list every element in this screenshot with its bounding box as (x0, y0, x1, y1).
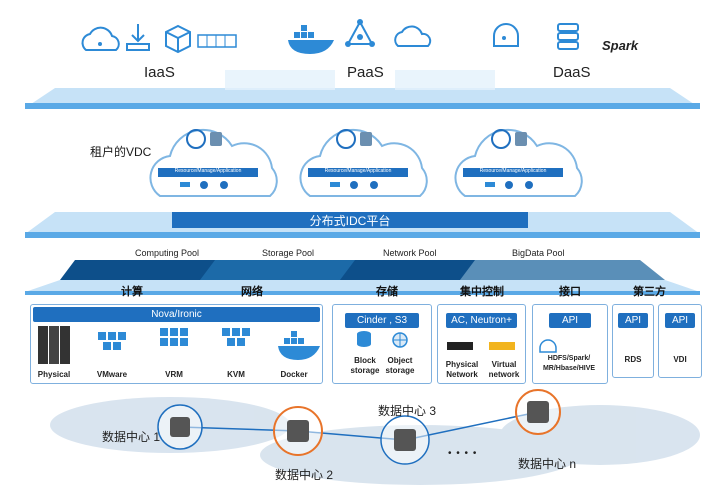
cloud-bar-label-2: Resource/Manage/Application (324, 168, 392, 174)
object-storage-label: Object storage (384, 356, 416, 376)
hadoop-icon (539, 339, 557, 353)
rds-panel: API RDS (612, 304, 654, 378)
datacenter-node-1 (157, 404, 203, 450)
block-storage-line-1: Block (354, 356, 376, 365)
category-network: 网络 (241, 286, 263, 298)
docker-icon (278, 331, 320, 360)
paas-label: PaaS (347, 64, 384, 81)
network-triangle-icon (345, 19, 375, 47)
storage-pool-label: Storage Pool (262, 248, 315, 258)
kvm-cubes-icon (222, 328, 250, 346)
compute-icons (38, 326, 320, 364)
database-icon (557, 23, 579, 50)
virtual-switch-icon (489, 342, 515, 350)
storage-header: Cinder , S3 (345, 313, 419, 328)
virtual-network-line-2: network (488, 370, 520, 379)
compute-label-vrm: VRM (165, 370, 183, 379)
virtual-network-line-1: Virtual (491, 360, 517, 369)
iaas-label: IaaS (144, 64, 175, 81)
physical-network-label: Physical Network (443, 360, 481, 380)
datacenter-node-n (515, 389, 561, 435)
block-storage-icon (357, 331, 371, 347)
interface-desc-line-2: MR/Hbase/HIVE (542, 365, 596, 372)
vrm-cubes-icon (160, 328, 188, 346)
bigdata-pool-label: BigData Pool (512, 248, 565, 258)
spark-logo: Spark (602, 38, 639, 53)
compute-panel: Nova/Ironic (30, 304, 323, 384)
cloud-icon (394, 25, 432, 47)
idc-platform-slab (25, 212, 700, 238)
idc-platform-label: 分布式IDC平台 (309, 214, 391, 228)
vdi-label: VDI (673, 355, 687, 364)
category-central-control: 集中控制 (460, 286, 504, 298)
cloud-bar-label-3: Resource/Manage/Application (479, 168, 547, 174)
compute-header: Nova/Ironic (33, 307, 320, 322)
interface-desc-line-1: HDFS/Spark/ (547, 355, 591, 362)
storage-icons (357, 331, 408, 348)
object-storage-icon (392, 332, 408, 348)
object-storage-line-2: storage (385, 366, 415, 375)
datacenter-map (50, 389, 700, 485)
network-header: AC, Neutron+ (446, 313, 517, 328)
rds-label: RDS (624, 355, 642, 364)
interface-icons (539, 339, 557, 353)
category-interface: 接口 (559, 286, 581, 298)
object-storage-line-1: Object (387, 356, 413, 365)
category-storage: 存储 (376, 286, 398, 298)
physical-network-line-1: Physical (445, 360, 479, 369)
block-storage-label: Block storage (350, 356, 380, 376)
hadoop-elephant-icon (493, 23, 519, 47)
box-icon (165, 24, 191, 54)
tenant-vdc-label: 租户的VDC (90, 145, 152, 159)
compute-label-vmware: VMware (96, 370, 128, 379)
vmware-cubes-icon (98, 332, 126, 350)
compute-label-docker: Docker (280, 370, 308, 379)
category-compute: 计算 (121, 286, 143, 298)
datacenter-label-1: 数据中心 1 (102, 430, 161, 444)
physical-switch-icon (447, 342, 473, 350)
vdc-clouds-graphics (149, 128, 583, 197)
category-third-party: 第三方 (633, 286, 666, 298)
server-rack-icon (197, 34, 237, 48)
network-pool-label: Network Pool (383, 248, 437, 258)
daas-label: DaaS (553, 64, 591, 81)
cloud-bar-label-1: Resource/Manage/Application (174, 168, 242, 174)
datacenter-label-n: 数据中心 n (518, 457, 577, 471)
physical-server-icon (38, 326, 70, 364)
datacenter-label-3: 数据中心 3 (378, 404, 437, 418)
vdi-panel: API VDI (658, 304, 702, 378)
virtual-network-label: Virtual network (485, 360, 523, 380)
vdi-header: API (665, 313, 695, 328)
compute-label-physical: Physical (37, 370, 71, 379)
network-icons (447, 342, 515, 350)
rds-header: API (618, 313, 648, 328)
resource-pools-slab (25, 260, 700, 295)
storage-panel: Cinder , S3 (332, 304, 432, 384)
physical-network-line-2: Network (446, 370, 478, 379)
docker-whale-icon (288, 25, 334, 54)
block-storage-line-2: storage (350, 366, 380, 375)
datacenter-node-3 (380, 415, 430, 465)
datacenter-label-2: 数据中心 2 (275, 468, 334, 482)
interface-header: API (549, 313, 591, 328)
interface-desc: HDFS/Spark/ MR/Hbase/HIVE (532, 354, 606, 374)
ellipsis: • • • • (448, 448, 478, 459)
datacenter-node-2 (273, 406, 323, 456)
download-icon (126, 24, 150, 51)
top-layer-graphics (25, 19, 700, 109)
cloud-storage-icon (81, 26, 120, 51)
compute-label-kvm: KVM (227, 370, 245, 379)
computing-pool-label: Computing Pool (135, 248, 200, 258)
interface-panel: API (532, 304, 608, 384)
